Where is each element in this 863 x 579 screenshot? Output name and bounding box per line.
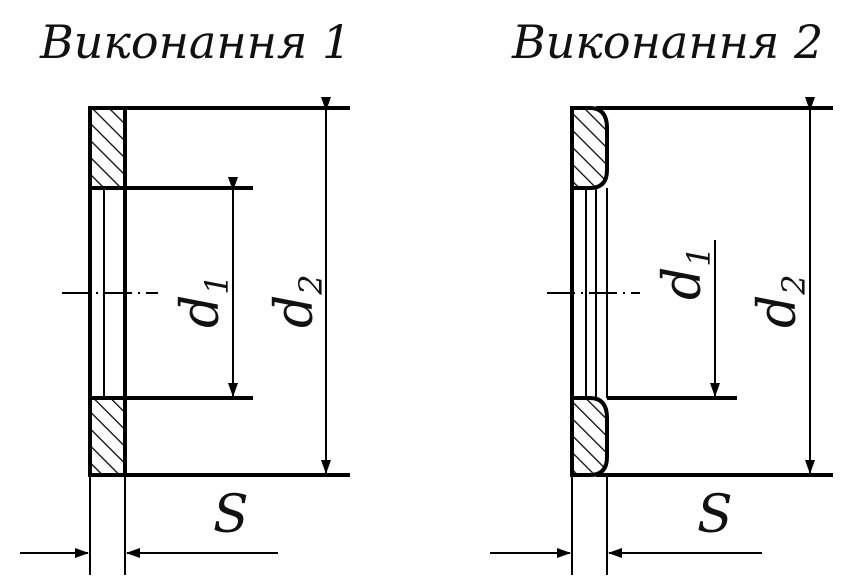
svg-text:d1: d1 bbox=[653, 246, 718, 300]
variant-2-drawing: Виконання 2 d1 d2 S bbox=[490, 15, 833, 575]
variant-1-drawing: Виконання 1 d1 d2 S bbox=[20, 15, 351, 575]
section-bottom bbox=[570, 396, 609, 477]
svg-text:d1: d1 bbox=[171, 274, 236, 328]
variant-1-title: Виконання 1 bbox=[39, 15, 351, 69]
s-label: S bbox=[213, 485, 249, 545]
section-top bbox=[88, 106, 127, 190]
d1-label: d1 bbox=[171, 274, 236, 328]
s-label: S bbox=[697, 485, 733, 545]
svg-text:d2: d2 bbox=[265, 274, 330, 328]
d2-label: d2 bbox=[748, 274, 813, 328]
d1-label: d1 bbox=[653, 246, 718, 300]
svg-text:d2: d2 bbox=[748, 274, 813, 328]
d2-label: d2 bbox=[265, 274, 330, 328]
variant-2-title: Виконання 2 bbox=[511, 15, 823, 69]
section-bottom bbox=[88, 396, 127, 477]
section-top bbox=[570, 106, 609, 190]
